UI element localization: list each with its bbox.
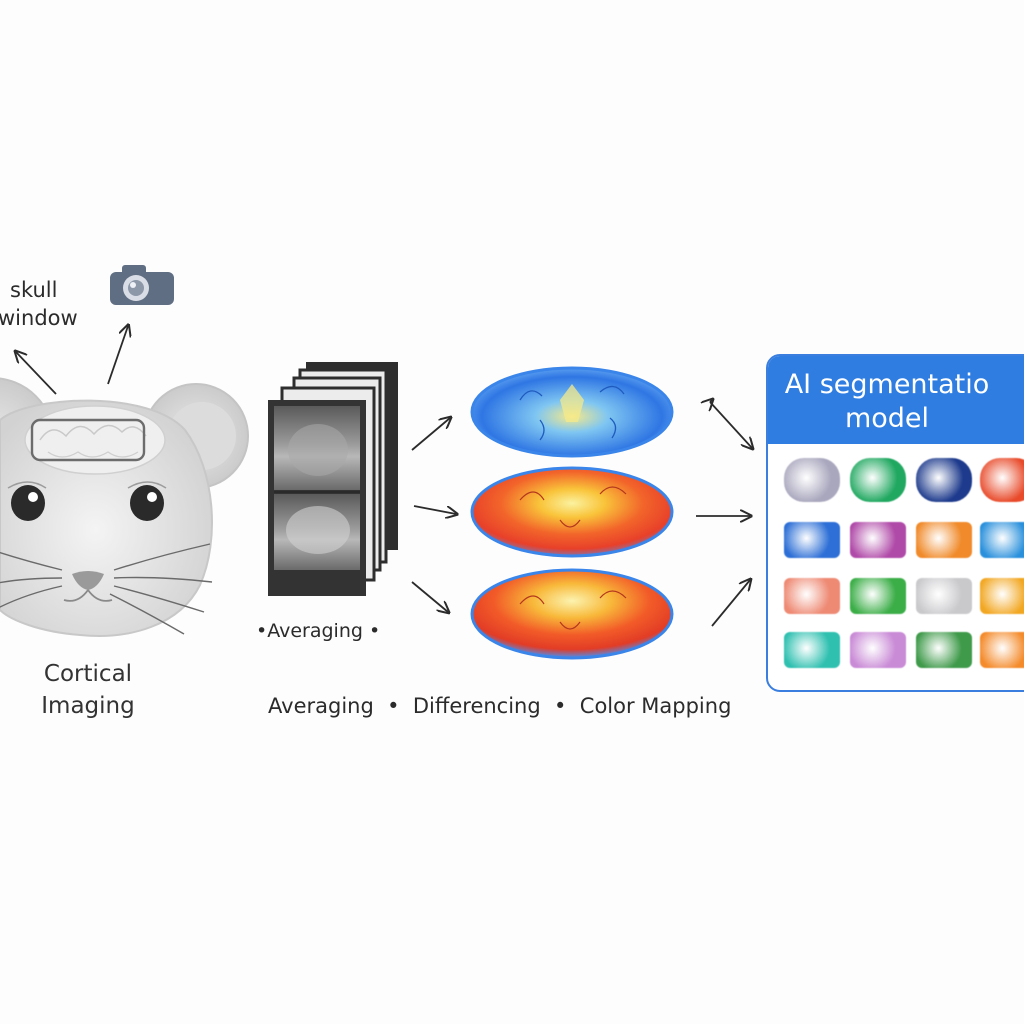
segmentation-swatch [916,632,972,668]
segmentation-swatch [980,522,1024,558]
panel-title-line2: model [844,403,930,434]
arrow-icon [413,505,456,514]
segmentation-swatch [784,458,840,502]
mouse-whiskers [0,543,213,635]
skull-window-marker [30,418,146,462]
segmentation-swatch [850,522,906,558]
camera-icon [110,265,174,305]
ai-segmentation-panel: AI segmentatio model [766,354,1024,692]
segmentation-swatch [850,578,906,614]
skull-label-line1: skull [10,278,58,302]
segmentation-swatch [980,458,1024,502]
arrow-icon [411,418,450,451]
panel-header: AI segmentatio model [768,356,1024,444]
arrow-icon [710,400,712,402]
segmentation-swatch [916,578,972,614]
arrow-icon [411,581,448,612]
segmentation-swatch [916,522,972,558]
arrow-icon [709,401,752,448]
segmentation-swatch [980,578,1024,614]
cortical-map-hot-2 [470,568,674,660]
panel-title-line1: AI segmentatio [784,369,990,400]
arrow-icon [711,580,750,627]
mouse-eye-right [130,485,164,521]
averaging-label: •Averaging • [256,620,381,642]
caption-line1: Cortical [43,661,133,687]
mouse-head-illustration [0,377,249,637]
caption-line2: Imaging [41,693,135,719]
arrow-icon [16,352,57,395]
segmentation-swatch [784,522,840,558]
arrow-icon [107,326,128,385]
cortical-imaging-caption: Cortical Imaging [18,658,158,722]
skull-label-line2: window [0,306,78,330]
mouse-eye-left [11,485,45,521]
segmentation-swatch [850,632,906,668]
image-frame-stack [268,362,398,596]
cortical-map-hot-1 [470,466,674,558]
cortical-map-blue [470,366,674,458]
segmentation-swatch [784,578,840,614]
pipeline-steps-caption: Averaging • Differencing • Color Mapping [268,694,732,718]
segmentation-swatch [980,632,1024,668]
segmentation-swatch [916,458,972,502]
segmentation-swatch [850,458,906,502]
segmentation-swatch [784,632,840,668]
mouse-nose [72,571,104,590]
